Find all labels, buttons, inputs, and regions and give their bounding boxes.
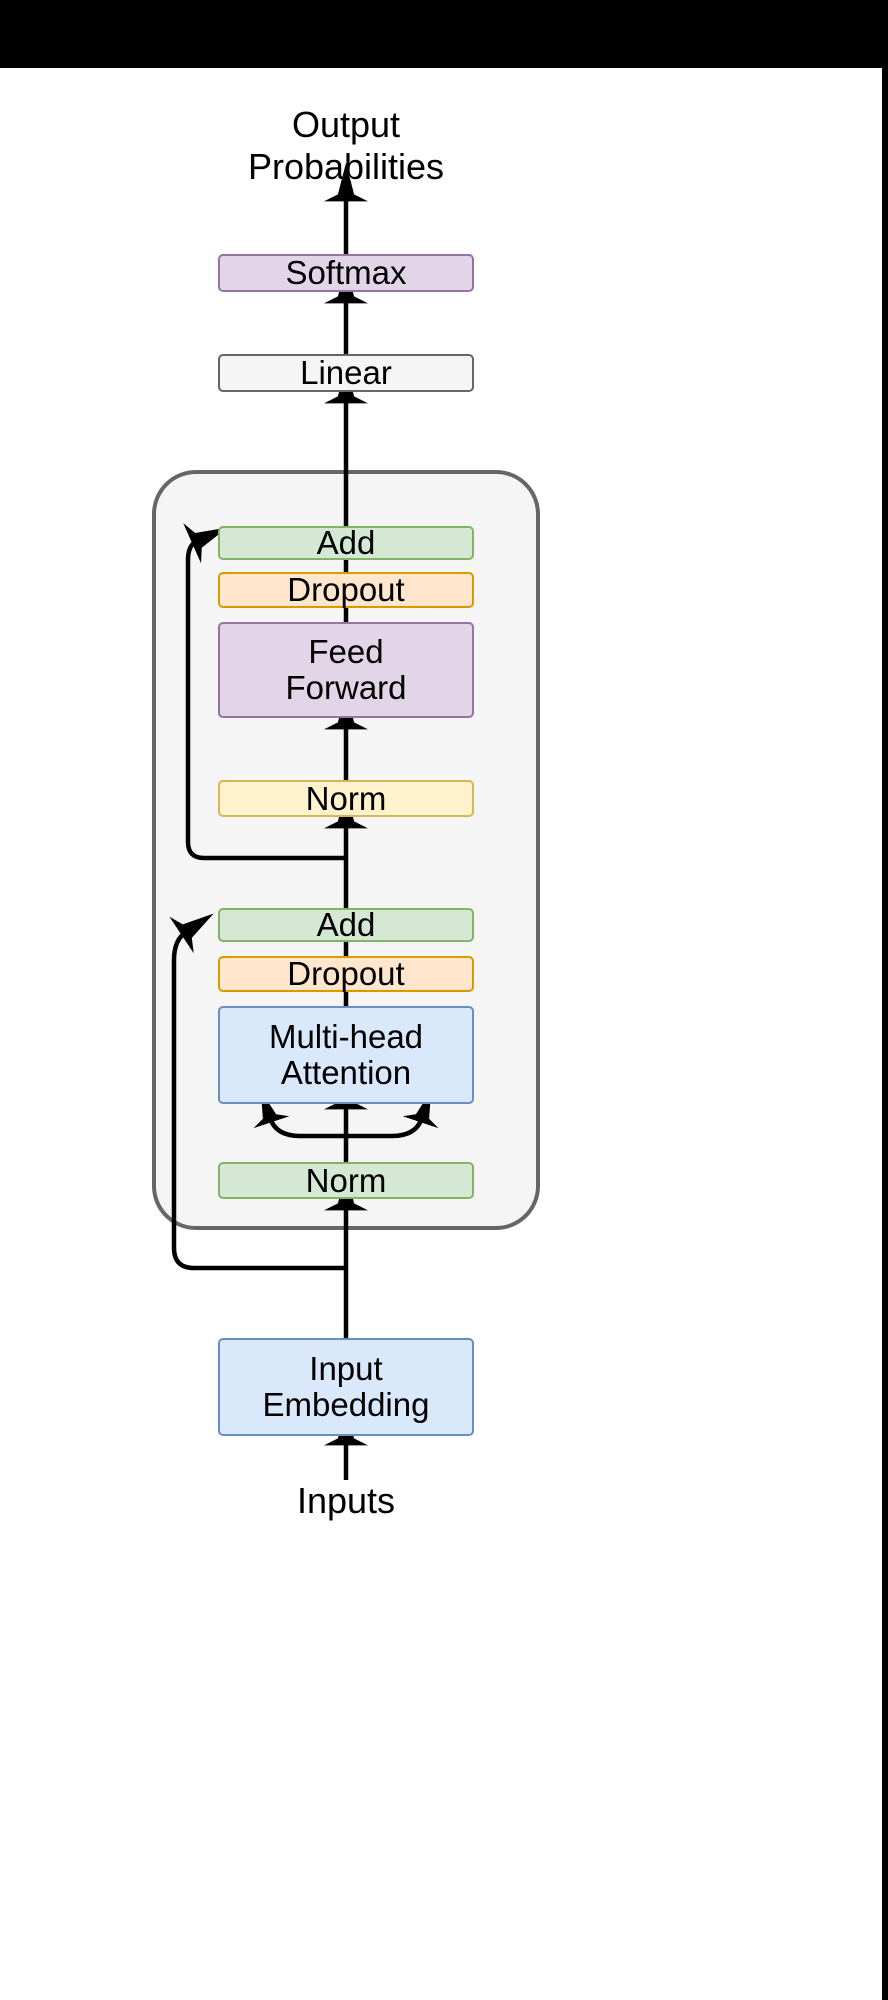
node-softmax[interactable]: Softmax [218,254,474,292]
diagram-canvas: Output Probabilities Inputs Softmax Line… [0,68,882,2000]
transformer-architecture-diagram: Output Probabilities Inputs Softmax Line… [0,68,882,2000]
node-add-feedforward[interactable]: Add [218,525,474,561]
node-add-attention[interactable]: Add [218,907,474,943]
node-linear[interactable]: Linear [218,354,474,392]
node-multi-head-attention[interactable]: Multi-head Attention [218,1006,474,1104]
edge-qkv-left-prong [253,1090,346,1139]
node-dropout-attention[interactable]: Dropout [218,956,474,992]
node-dropout-feedforward[interactable]: Dropout [218,572,474,608]
node-norm-feedforward[interactable]: Norm [218,780,474,817]
node-norm-attention[interactable]: Norm [218,1162,474,1199]
node-feed-forward[interactable]: Feed Forward [218,622,474,718]
inputs-label: Inputs [296,1480,396,1521]
node-input-embedding[interactable]: Input Embedding [218,1338,474,1436]
edge-qkv-right-prong [346,1090,439,1139]
output-probabilities-label: Output Probabilities [247,104,445,187]
